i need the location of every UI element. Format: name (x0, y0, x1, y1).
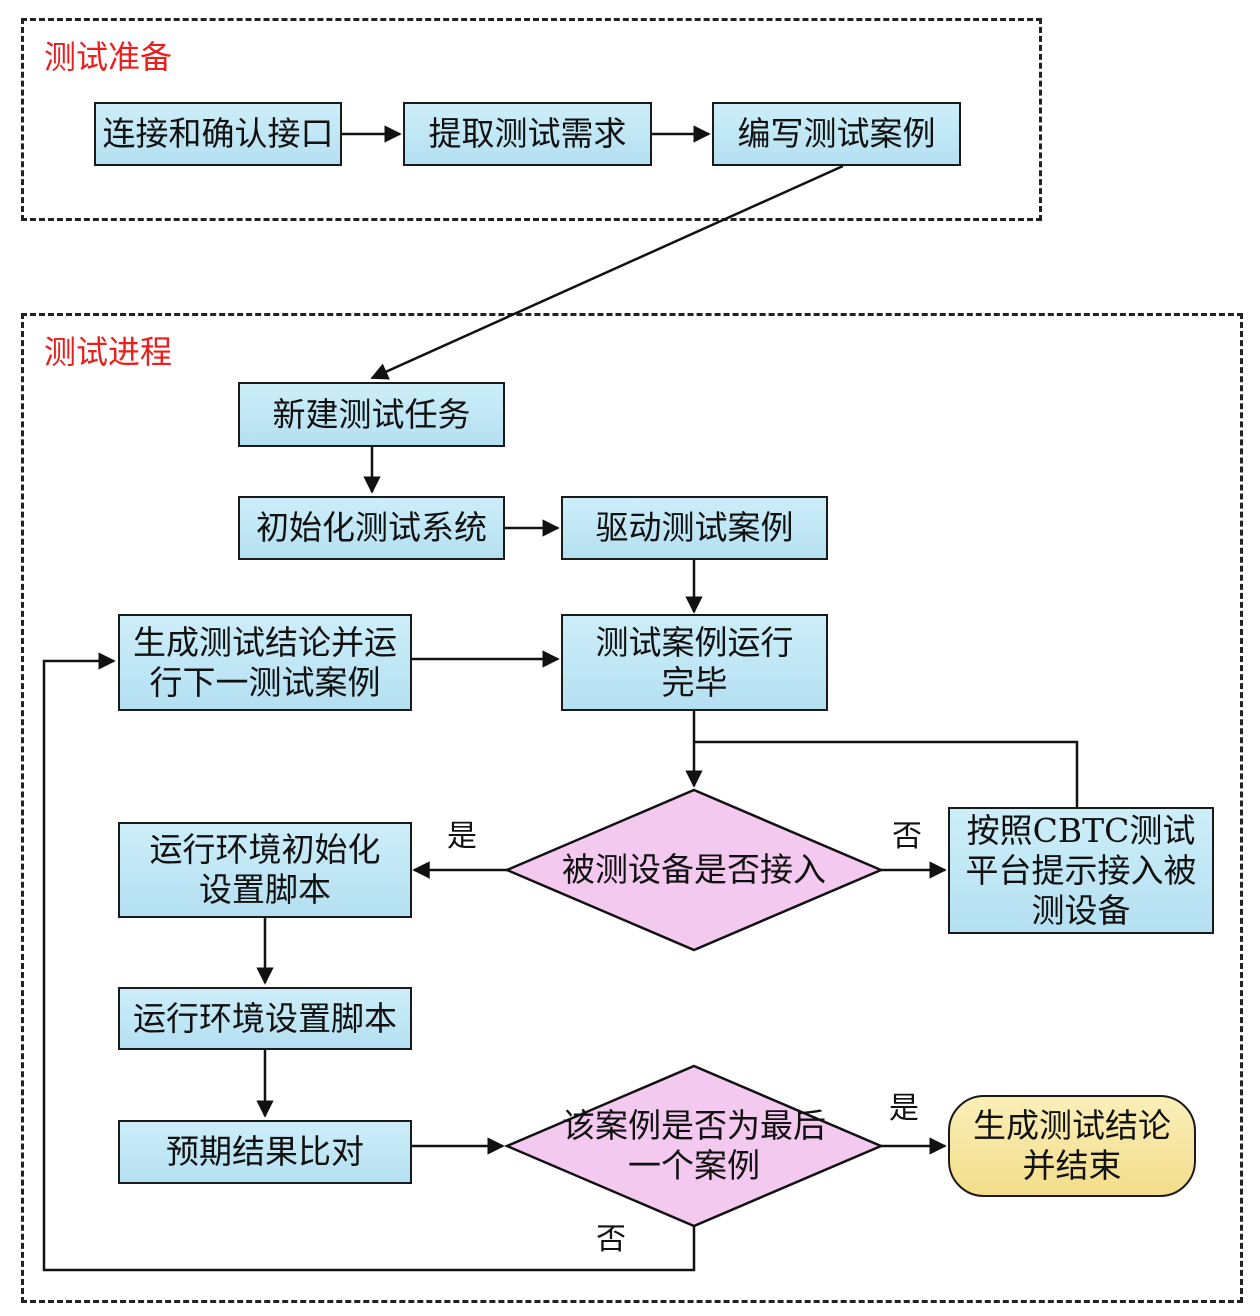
last-case-label: 该案例是否为最后一个案例 (562, 1106, 826, 1185)
end-terminal: 生成测试结论并结束 (948, 1095, 1196, 1197)
compare-expected-box: 预期结果比对 (118, 1120, 412, 1184)
device-no-label: 否 (892, 819, 922, 854)
write-cases-box: 编写测试案例 (712, 102, 961, 166)
prep-section-frame (21, 18, 1042, 221)
generate-next-box: 生成测试结论并运行下一测试案例 (118, 614, 412, 711)
init-system-box: 初始化测试系统 (238, 496, 505, 560)
last-yes-label: 是 (889, 1091, 919, 1126)
prep-section-title: 测试准备 (44, 38, 173, 76)
prompt-connect-box: 按照CBTC测试平台提示接入被测设备 (948, 807, 1214, 934)
process-section-title: 测试进程 (44, 333, 173, 371)
device-connected-diamond (503, 788, 885, 952)
process-section-frame (21, 313, 1243, 1303)
device-yes-label: 是 (447, 819, 477, 854)
env-setup-script-box: 运行环境设置脚本 (118, 987, 412, 1050)
edge-write-to-newtask (370, 164, 844, 380)
extract-requirements-box: 提取测试需求 (403, 102, 652, 166)
confirm-interface-box: 连接和确认接口 (94, 102, 342, 166)
new-task-box: 新建测试任务 (238, 382, 505, 447)
last-case-diamond (503, 1064, 885, 1228)
device-connected-label: 被测设备是否接入 (562, 850, 826, 889)
case-done-box: 测试案例运行完毕 (561, 614, 828, 711)
env-init-script-box: 运行环境初始化设置脚本 (118, 822, 412, 918)
drive-case-box: 驱动测试案例 (561, 496, 828, 560)
edge-prompt-back (694, 740, 1079, 807)
edge-last-no-loop (42, 652, 696, 1272)
last-no-label: 否 (596, 1222, 626, 1257)
